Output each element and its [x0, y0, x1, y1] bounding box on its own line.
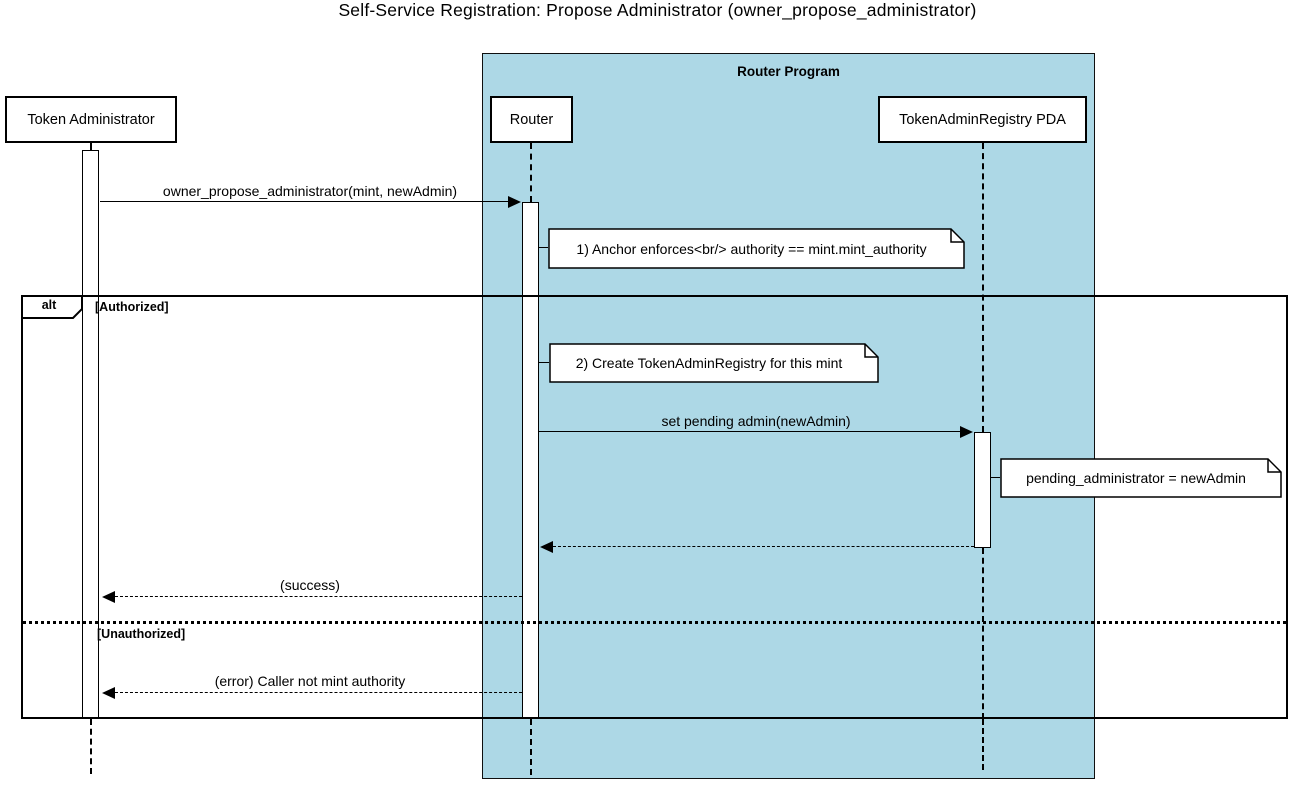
- alt-operator-shape: [21, 295, 83, 319]
- alt-operator-label: alt: [41, 298, 57, 312]
- message-error-arrowhead-icon: [102, 687, 115, 699]
- message-registry-return-line: [553, 546, 974, 547]
- lifeline-registry-top: [982, 143, 984, 432]
- message-set-pending-line: [539, 431, 961, 432]
- note-pending-admin-text: pending_administrator = newAdmin: [1026, 470, 1246, 486]
- lifeline-router-top: [530, 143, 532, 202]
- message-success-label: (success): [280, 577, 340, 593]
- alt-branch-authorized-label: [Authorized]: [95, 300, 169, 314]
- note-anchor-enforces-text: 1) Anchor enforces<br/> authority == min…: [576, 240, 927, 257]
- note-shape: [1000, 458, 1282, 498]
- note-shape: [549, 343, 879, 383]
- message-propose-line: [100, 201, 509, 202]
- alt-divider: [23, 621, 1286, 624]
- note-create-registry-connector: [539, 362, 549, 363]
- router-program-label: Router Program: [737, 64, 840, 79]
- alt-branch-unauthorized-label: [Unauthorized]: [97, 627, 186, 641]
- note-create-registry: 2) Create TokenAdminRegistry for this mi…: [549, 343, 879, 383]
- note-create-registry-text: 2) Create TokenAdminRegistry for this mi…: [575, 355, 843, 371]
- actor-router: Router: [490, 96, 573, 143]
- message-registry-return-arrowhead-icon: [540, 541, 553, 553]
- actor-token-administrator-label: Token Administrator: [27, 111, 155, 128]
- note-anchor-enforces: 1) Anchor enforces<br/> authority == min…: [548, 228, 965, 269]
- actor-registry-pda-label: TokenAdminRegistry PDA: [899, 111, 1066, 128]
- note-shape: [548, 228, 965, 269]
- actor-registry-pda: TokenAdminRegistry PDA: [878, 96, 1087, 143]
- lifeline-token-admin-top: [90, 143, 92, 150]
- note-anchor-enforces-connector: [539, 247, 548, 248]
- lifeline-registry-mid: [982, 548, 984, 719]
- message-error-label: (error) Caller not mint authority: [214, 673, 406, 689]
- note-pending-admin: pending_administrator = newAdmin: [1000, 458, 1282, 498]
- message-propose-arrowhead-icon: [508, 196, 521, 208]
- diagram-title: Self-Service Registration: Propose Admin…: [338, 0, 977, 20]
- message-propose-label: owner_propose_administrator(mint, newAdm…: [162, 183, 458, 199]
- note-pending-admin-connector: [991, 477, 1000, 478]
- router-program-group: [482, 53, 1095, 779]
- activation-registry: [974, 432, 991, 548]
- message-set-pending-label: set pending admin(newAdmin): [661, 413, 851, 429]
- alt-frame: [21, 295, 1288, 719]
- lifeline-router-bottom: [530, 719, 532, 775]
- lifeline-token-admin-bottom: [90, 719, 92, 774]
- message-error-line: [115, 692, 522, 693]
- actor-router-label: Router: [509, 111, 554, 128]
- message-success-arrowhead-icon: [102, 591, 115, 603]
- actor-token-administrator: Token Administrator: [5, 96, 177, 143]
- message-set-pending-arrowhead-icon: [960, 426, 973, 438]
- message-success-line: [115, 596, 522, 597]
- lifeline-registry-bottom: [982, 719, 984, 770]
